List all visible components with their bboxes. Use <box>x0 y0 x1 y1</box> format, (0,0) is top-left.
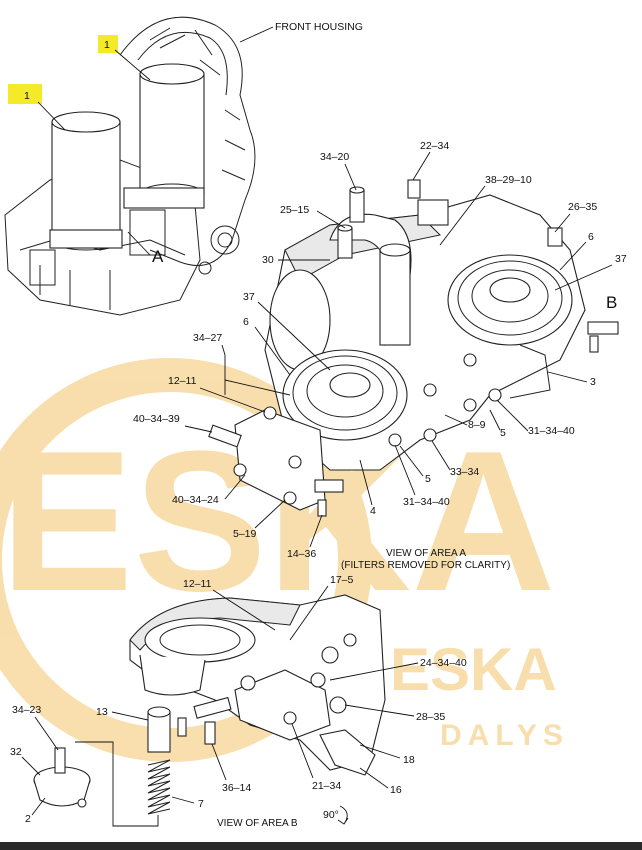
part-label-33-34: 33–34 <box>450 466 479 478</box>
view-b-caption: VIEW OF AREA B <box>217 818 298 829</box>
highlight-marker-1b <box>8 84 42 104</box>
part-label-17-5: 17–5 <box>330 574 354 586</box>
front-housing-label: FRONT HOUSING <box>275 21 363 33</box>
part-label-40-34-39: 40–34–39 <box>133 413 180 425</box>
part-label-34-20: 34–20 <box>320 151 349 163</box>
part-label-12-11-top: 12–11 <box>168 375 197 387</box>
part-label-6-right: 6 <box>588 231 594 243</box>
part-label-31-34-40-right: 31–34–40 <box>528 425 575 437</box>
part-label-37-left: 37 <box>243 291 255 303</box>
part-label-37-right: 37 <box>615 253 627 265</box>
view-b-drawing <box>33 594 386 827</box>
part-label-25-15: 25–15 <box>280 204 309 216</box>
part-label-1b: 1 <box>24 90 30 102</box>
part-label-18: 18 <box>403 754 415 766</box>
area-b-label: B <box>606 293 617 312</box>
part-label-5-19: 5–19 <box>233 528 257 540</box>
part-label-38-29-10: 38–29–10 <box>485 174 532 186</box>
part-label-12-11-bottom: 12–11 <box>183 578 212 590</box>
part-label-7: 7 <box>198 798 204 810</box>
watermark-small-text: ESKA <box>390 636 557 703</box>
area-a-label: A <box>152 247 164 266</box>
rotation-arrow-icon <box>337 805 349 825</box>
part-label-16: 16 <box>390 784 402 796</box>
overview-engine-drawing <box>4 16 256 316</box>
part-label-5-mid: 5 <box>425 473 431 485</box>
part-label-6-left: 6 <box>243 316 249 328</box>
part-label-13: 13 <box>96 706 108 718</box>
part-label-5-right: 5 <box>500 427 506 439</box>
part-label-8-9: 8–9 <box>468 419 486 431</box>
part-label-24-34-40: 24–34–40 <box>420 657 467 669</box>
bottom-bar <box>0 842 642 850</box>
part-label-31-34-40-mid: 31–34–40 <box>403 496 450 508</box>
part-label-34-27: 34–27 <box>193 332 222 344</box>
part-label-14-36: 14–36 <box>287 548 316 560</box>
part-label-36-14: 36–14 <box>222 782 251 794</box>
watermark-secondary-text: DALYS <box>440 719 569 752</box>
part-label-40-34-24: 40–34–24 <box>172 494 219 506</box>
part-label-32: 32 <box>10 746 22 758</box>
view-a-drawing <box>208 179 619 517</box>
rotation-label: 90° <box>323 809 339 821</box>
part-label-34-23: 34–23 <box>12 704 41 716</box>
part-label-2: 2 <box>25 813 31 825</box>
part-label-30: 30 <box>262 254 274 266</box>
view-a-caption-line1: VIEW OF AREA A <box>386 548 466 559</box>
part-label-4: 4 <box>370 505 376 517</box>
part-label-28-35: 28–35 <box>416 711 445 723</box>
part-label-26-35: 26–35 <box>568 201 597 213</box>
part-label-1a: 1 <box>104 39 110 51</box>
part-label-22-34: 22–34 <box>420 140 449 152</box>
view-a-caption-line2: (FILTERS REMOVED FOR CLARITY) <box>341 560 510 571</box>
part-label-3: 3 <box>590 376 596 388</box>
highlight-marker-1a <box>98 35 118 53</box>
part-label-21-34: 21–34 <box>312 780 341 792</box>
